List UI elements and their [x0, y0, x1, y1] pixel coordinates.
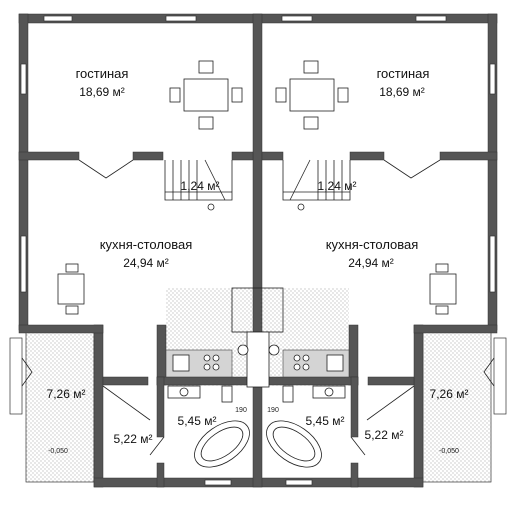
kitchen-right-area: 24,94 м²	[348, 256, 394, 270]
hall-left-door	[102, 385, 151, 421]
living-left-name: гостиная	[76, 66, 129, 81]
level-right: -0,050	[439, 448, 459, 455]
window-left-2	[20, 235, 27, 293]
kitchen-left-name: кухня-столовая	[100, 237, 193, 252]
window-bottom-1	[204, 479, 232, 486]
bath-left-door	[149, 436, 165, 456]
kitchen-left-stove	[203, 354, 220, 371]
window-left-1	[20, 63, 27, 95]
stair-right	[282, 159, 351, 211]
door-swing-left	[78, 159, 134, 179]
porch-left-floor	[25, 329, 95, 483]
porch-left-door-mark	[21, 357, 33, 387]
level-left: -0,050	[48, 448, 68, 455]
wall-partition-left-c	[231, 151, 254, 161]
window-top-2	[165, 15, 197, 22]
hall-right-area: 5,22 м²	[365, 428, 404, 442]
wall-partition-right-b	[349, 151, 385, 161]
kitchen-right-stove	[293, 354, 310, 371]
kitchen-right-table	[429, 263, 457, 315]
living-left-area: 18,69 м²	[79, 85, 125, 99]
bath-right-door	[350, 436, 366, 456]
wall-bath-right-b	[350, 462, 359, 488]
wall-right-step	[413, 324, 498, 334]
bath-left-area: 5,45 м²	[178, 414, 217, 428]
wall-kitchen-right	[348, 324, 359, 386]
porch-right-area: 7,26 м²	[430, 387, 469, 401]
living-right-area: 18,69 м²	[379, 85, 425, 99]
living-left-table	[169, 60, 243, 130]
porch-right-door-mark	[483, 357, 495, 387]
stair-left	[164, 159, 233, 211]
wall-center	[252, 13, 263, 488]
dimension-right: 190	[267, 407, 279, 414]
porch-right-window	[493, 337, 507, 415]
stair-right-area: 1,24 м²	[318, 179, 357, 193]
boiler-left	[237, 344, 249, 356]
kitchen-right-name: кухня-столовая	[326, 237, 419, 252]
wall-left-lower	[93, 324, 104, 488]
wall-partition-left-b	[132, 151, 164, 161]
wall-partition-left-a	[18, 151, 80, 161]
porch-left-window	[9, 337, 23, 415]
wall-hall-top-right	[367, 376, 415, 386]
boiler-right	[268, 344, 280, 356]
window-right-2	[489, 235, 496, 293]
bath-left-fixtures	[167, 385, 250, 468]
living-right-table	[275, 60, 349, 130]
living-right-name: гостиная	[377, 66, 430, 81]
porch-right-floor	[422, 329, 492, 483]
porch-left-area: 7,26 м²	[47, 387, 86, 401]
kitchen-left-table	[57, 263, 85, 315]
window-right-1	[489, 63, 496, 95]
wall-partition-right-c	[261, 151, 284, 161]
wall-left-step	[18, 324, 104, 334]
door-swing-right	[383, 159, 441, 179]
window-top-3	[281, 15, 313, 22]
wall-bath-left-a	[156, 376, 165, 438]
wall-kitchen-left	[156, 324, 167, 386]
kitchen-left-sink	[172, 354, 190, 372]
hall-right-door	[366, 385, 415, 421]
bath-right-fixtures	[266, 385, 346, 468]
hall-left-area: 5,22 м²	[114, 432, 153, 446]
wall-bath-right-a	[350, 376, 359, 438]
stair-left-area: 1,24 м²	[181, 179, 220, 193]
window-top-1	[43, 15, 73, 22]
window-top-4	[415, 15, 447, 22]
wall-bath-top-left	[156, 376, 254, 386]
kitchen-right-sink	[326, 354, 344, 372]
wall-hall-top-left	[102, 376, 149, 386]
kitchen-left-area: 24,94 м²	[123, 256, 169, 270]
window-bottom-2	[285, 479, 313, 486]
wall-bath-top-right	[261, 376, 359, 386]
wall-partition-right-a	[439, 151, 498, 161]
bath-right-area: 5,45 м²	[306, 414, 345, 428]
utility-riser	[246, 331, 270, 388]
wall-right-lower	[413, 324, 424, 488]
dimension-left: 190	[235, 407, 247, 414]
wall-bath-left-b	[156, 462, 165, 488]
